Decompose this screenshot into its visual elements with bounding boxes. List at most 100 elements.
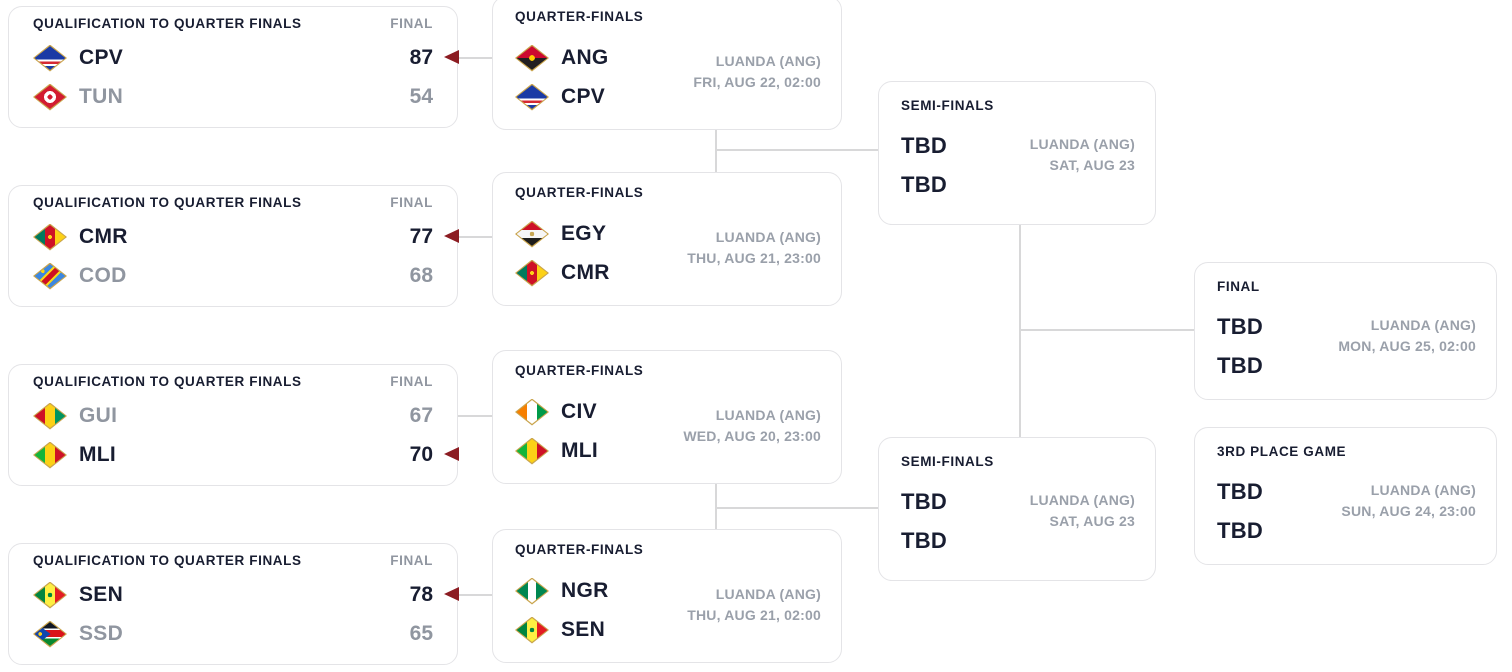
venue-datetime: LUANDA (ANG) THU, AUG 21, 23:00 <box>687 227 821 269</box>
match-title: QUARTER-FINALS <box>515 185 644 200</box>
connector-line <box>715 129 717 173</box>
team-row: TBD <box>901 526 1135 556</box>
team-row: TBD <box>1217 312 1476 342</box>
match-card-quarterfinal-2[interactable]: QUARTER-FINALS EGY CMR LUANDA (ANG) THU,… <box>492 172 842 306</box>
match-title: QUARTER-FINALS <box>515 363 644 378</box>
team-code: TBD <box>901 133 948 158</box>
team-row: CIV <box>515 397 821 427</box>
connector-line <box>715 483 717 529</box>
team-row: SEN <box>515 615 821 645</box>
venue-datetime: LUANDA (ANG) SAT, AUG 23 <box>1030 134 1135 176</box>
card-header: SEMI-FINALS <box>901 454 1135 469</box>
team-score: 68 <box>409 264 433 287</box>
venue-datetime: LUANDA (ANG) MON, AUG 25, 02:00 <box>1338 315 1476 357</box>
team-row: CPV 87 <box>33 43 433 73</box>
team-row: SSD 65 <box>33 619 433 649</box>
match-card-quarterfinal-4[interactable]: QUARTER-FINALS NGR SEN LUANDA (ANG) THU,… <box>492 529 842 663</box>
connector-line <box>456 236 494 238</box>
match-status: FINAL <box>390 195 433 210</box>
datetime-text: SAT, AUG 23 <box>1049 513 1135 529</box>
ssd-flag-icon <box>33 620 67 648</box>
team-code: TBD <box>1217 479 1264 504</box>
match-card-quarterfinal-1[interactable]: QUARTER-FINALS ANG CPV LUANDA (ANG) FRI,… <box>492 0 842 130</box>
connector-line <box>1019 224 1021 438</box>
team-code: GUI <box>79 404 118 427</box>
match-status: FINAL <box>390 16 433 31</box>
ngr-flag-icon <box>515 577 549 605</box>
card-header: QUARTER-FINALS <box>515 185 821 200</box>
team-score: 70 <box>409 443 433 466</box>
team-code: TBD <box>1217 353 1264 378</box>
datetime-text: SAT, AUG 23 <box>1049 157 1135 173</box>
card-header: QUALIFICATION TO QUARTER FINALS FINAL <box>33 374 433 389</box>
venue-text: LUANDA (ANG) <box>715 407 821 423</box>
team-row: CMR 77 <box>33 222 433 252</box>
match-card-qualification-2[interactable]: QUALIFICATION TO QUARTER FINALS FINAL CM… <box>8 185 458 307</box>
team-code: TUN <box>79 85 124 108</box>
cmr-flag-icon <box>33 223 67 251</box>
team-row: GUI 67 <box>33 401 433 431</box>
venue-datetime: LUANDA (ANG) SAT, AUG 23 <box>1030 490 1135 532</box>
gui-flag-icon <box>33 402 67 430</box>
venue-datetime: LUANDA (ANG) WED, AUG 20, 23:00 <box>683 405 821 447</box>
cmr-flag-icon <box>515 259 549 287</box>
match-title: QUARTER-FINALS <box>515 542 644 557</box>
connector-line <box>456 57 494 59</box>
card-header: FINAL <box>1217 279 1476 294</box>
team-row: MLI 70 <box>33 440 433 470</box>
match-title: 3RD PLACE GAME <box>1217 444 1347 459</box>
datetime-text: MON, AUG 25, 02:00 <box>1338 338 1476 354</box>
team-code: EGY <box>561 222 607 245</box>
civ-flag-icon <box>515 398 549 426</box>
team-row: SEN 78 <box>33 580 433 610</box>
team-score: 77 <box>409 225 433 248</box>
egy-flag-icon <box>515 220 549 248</box>
team-code: MLI <box>79 443 117 466</box>
match-title: QUALIFICATION TO QUARTER FINALS <box>33 553 302 568</box>
team-row: TBD <box>901 131 1135 161</box>
venue-datetime: LUANDA (ANG) FRI, AUG 22, 02:00 <box>693 51 821 93</box>
venue-text: LUANDA (ANG) <box>715 229 821 245</box>
team-code: SSD <box>79 622 124 645</box>
team-code: CPV <box>561 85 606 108</box>
team-row: TBD <box>901 170 1135 200</box>
team-code: CIV <box>561 400 597 423</box>
match-title: FINAL <box>1217 279 1260 294</box>
datetime-text: WED, AUG 20, 23:00 <box>683 428 821 444</box>
venue-text: LUANDA (ANG) <box>1029 492 1135 508</box>
datetime-text: THU, AUG 21, 23:00 <box>687 250 821 266</box>
team-row: TBD <box>1217 477 1476 507</box>
team-score: 54 <box>409 85 433 108</box>
team-score: 65 <box>409 622 433 645</box>
connector-line <box>456 415 494 417</box>
match-card-quarterfinal-3[interactable]: QUARTER-FINALS CIV MLI LUANDA (ANG) WED,… <box>492 350 842 484</box>
venue-text: LUANDA (ANG) <box>1370 317 1476 333</box>
venue-text: LUANDA (ANG) <box>1029 136 1135 152</box>
datetime-text: THU, AUG 21, 02:00 <box>687 607 821 623</box>
match-status: FINAL <box>390 553 433 568</box>
team-row: CMR <box>515 258 821 288</box>
venue-text: LUANDA (ANG) <box>715 586 821 602</box>
match-status: FINAL <box>390 374 433 389</box>
match-title: QUALIFICATION TO QUARTER FINALS <box>33 374 302 389</box>
tun-flag-icon <box>33 83 67 111</box>
mli-flag-icon <box>515 437 549 465</box>
match-card-third-place[interactable]: 3RD PLACE GAME TBD TBD LUANDA (ANG) SUN,… <box>1194 427 1497 565</box>
team-row: TUN 54 <box>33 82 433 112</box>
team-code: COD <box>79 264 127 287</box>
match-card-semifinal-2[interactable]: SEMI-FINALS TBD TBD LUANDA (ANG) SAT, AU… <box>878 437 1156 581</box>
cpv-flag-icon <box>515 83 549 111</box>
card-header: QUARTER-FINALS <box>515 542 821 557</box>
venue-datetime: LUANDA (ANG) THU, AUG 21, 02:00 <box>687 584 821 626</box>
team-row: CPV <box>515 82 821 112</box>
match-card-final[interactable]: FINAL TBD TBD LUANDA (ANG) MON, AUG 25, … <box>1194 262 1497 400</box>
match-card-qualification-1[interactable]: QUALIFICATION TO QUARTER FINALS FINAL CP… <box>8 6 458 128</box>
match-card-qualification-4[interactable]: QUALIFICATION TO QUARTER FINALS FINAL SE… <box>8 543 458 665</box>
team-code: TBD <box>901 172 948 197</box>
team-code: TBD <box>1217 518 1264 543</box>
match-card-qualification-3[interactable]: QUALIFICATION TO QUARTER FINALS FINAL GU… <box>8 364 458 486</box>
match-card-semifinal-1[interactable]: SEMI-FINALS TBD TBD LUANDA (ANG) SAT, AU… <box>878 81 1156 225</box>
ang-flag-icon <box>515 44 549 72</box>
venue-text: LUANDA (ANG) <box>1370 482 1476 498</box>
